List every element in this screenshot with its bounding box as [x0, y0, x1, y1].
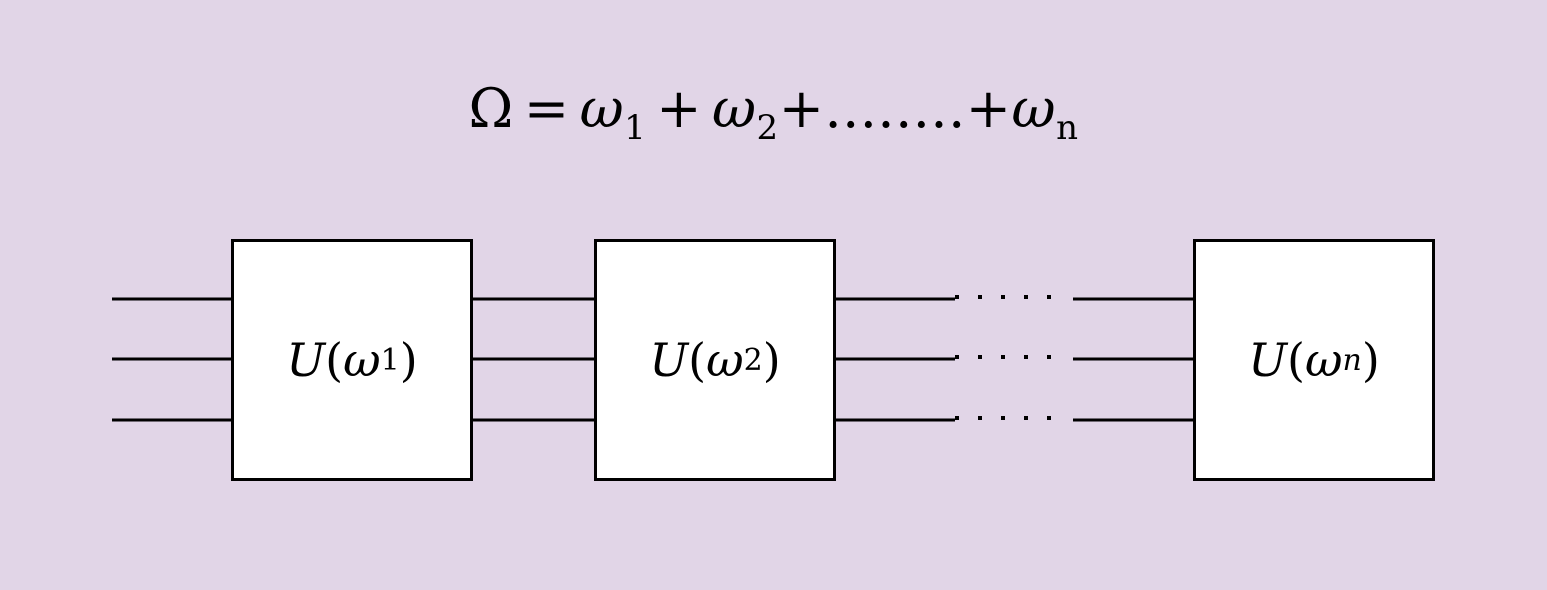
plus-sign-2: +	[778, 77, 825, 140]
term-1-subscript: 1	[624, 108, 647, 148]
term-2-subscript: 2	[756, 108, 779, 148]
block-2-symbol: ω	[706, 333, 744, 387]
omega-symbol: Ω	[468, 77, 514, 140]
block-2-close-paren: )	[762, 333, 781, 387]
block-2-open-paren: (	[688, 333, 707, 387]
block-2-func: U	[649, 333, 689, 387]
plus-sign-1: +	[656, 77, 702, 140]
omega-sum-equation: Ω=ω1+ω2+........+ωn	[0, 82, 1547, 148]
block-n-symbol: ω	[1304, 333, 1343, 387]
block-n-close-paren: )	[1361, 333, 1380, 387]
block-n-subscript: n	[1342, 342, 1362, 378]
block-1-subscript: 1	[380, 342, 400, 378]
ellipsis: ........	[824, 77, 966, 140]
block-n-open-paren: (	[1287, 333, 1305, 387]
dotted-continuation-1	[955, 295, 1051, 299]
dotted-continuation-3	[955, 416, 1051, 420]
block-1-close-paren: )	[399, 333, 418, 387]
block-1-open-paren: (	[325, 333, 344, 387]
block-1-func: U	[286, 333, 326, 387]
equals-sign: =	[523, 77, 570, 140]
term-1-symbol: ω	[579, 77, 625, 140]
plus-sign-3: +	[965, 77, 1012, 140]
term-n-subscript: n	[1056, 108, 1079, 148]
term-n-symbol: ω	[1011, 77, 1057, 140]
dotted-continuation-2	[955, 355, 1051, 359]
block-n-func: U	[1248, 333, 1288, 387]
block-2-subscript: 2	[743, 342, 763, 378]
term-2-symbol: ω	[712, 77, 757, 140]
block-1-symbol: ω	[343, 333, 381, 387]
